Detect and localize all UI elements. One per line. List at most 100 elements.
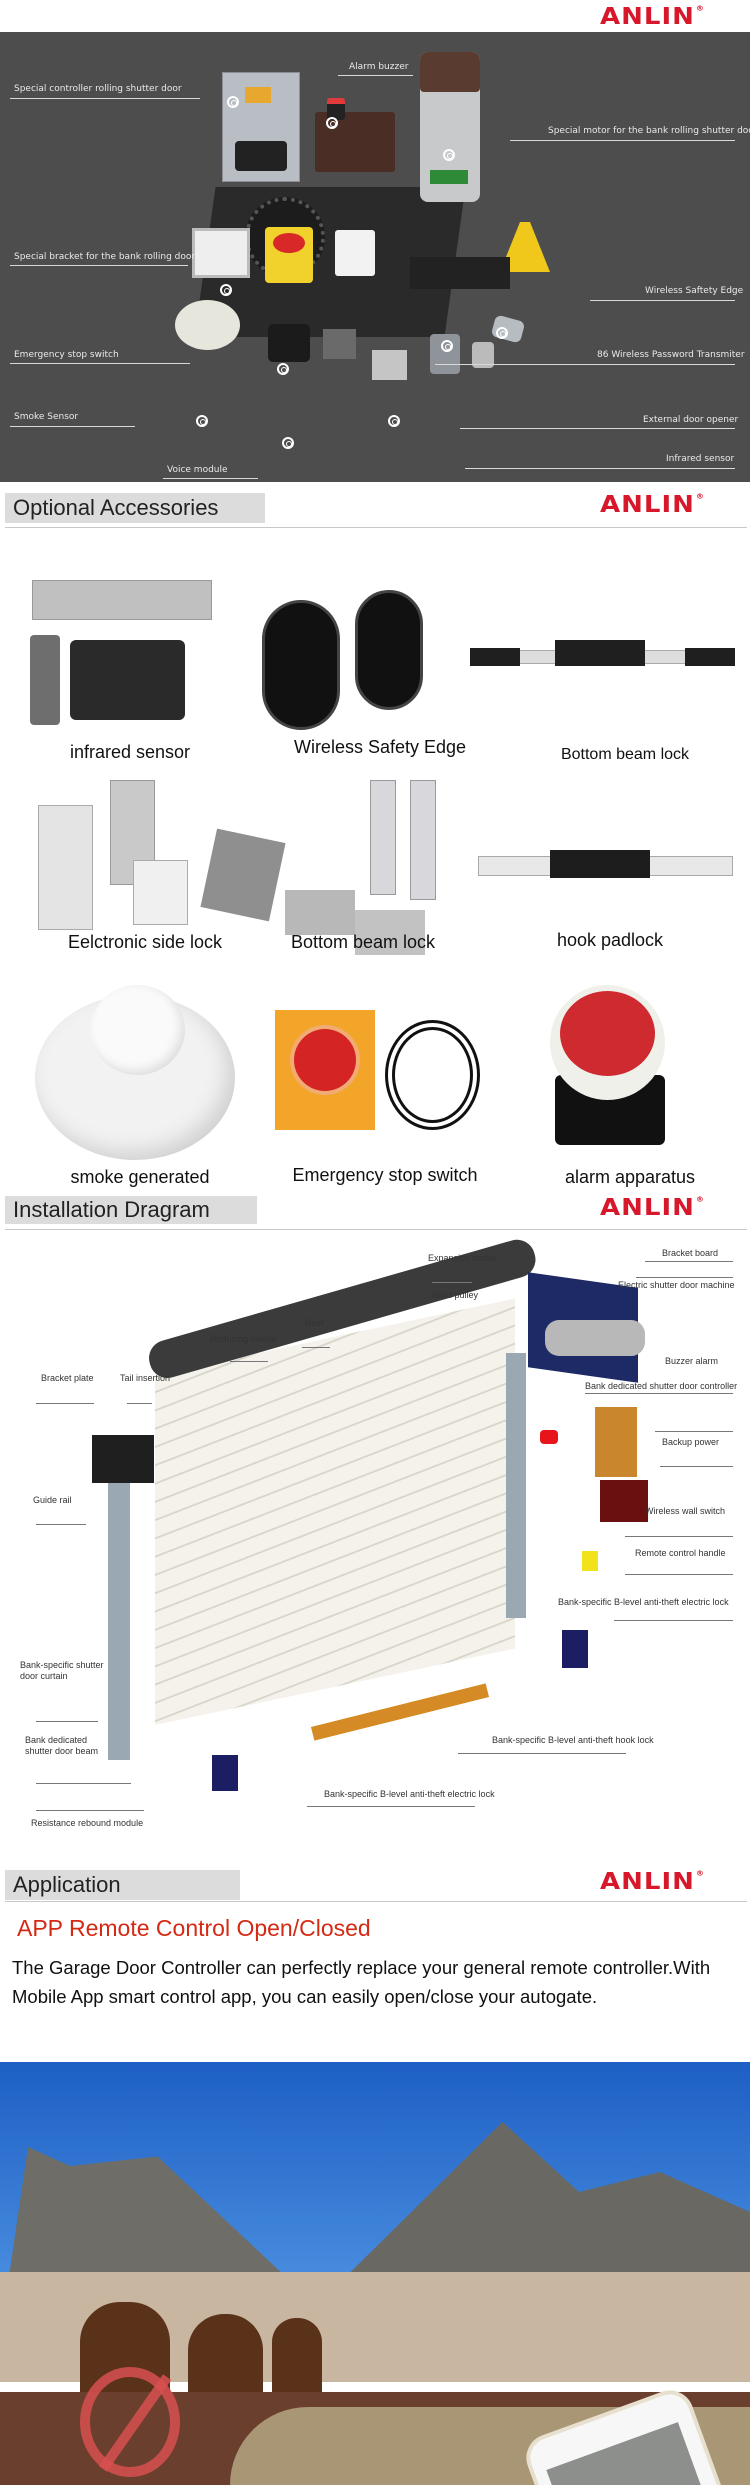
registered-mark: ® xyxy=(695,1195,705,1204)
no-remote-icon xyxy=(80,2367,180,2477)
brand-logo-accessories: ANLIN® xyxy=(600,492,705,517)
leader-line xyxy=(636,1277,733,1278)
label-shutter-beam: Bank dedicated shutter door beam xyxy=(25,1735,99,1756)
brand-logo-top: ANLIN® xyxy=(600,3,705,31)
accessory-caption: Emergency stop switch xyxy=(292,1165,478,1185)
accessory-caption: infrared sensor xyxy=(69,742,191,762)
callout-line xyxy=(590,300,735,301)
accessory-image-infrared-sensor xyxy=(30,580,215,730)
label-shutter-curtain: Bank-specific shutter door curtain xyxy=(20,1660,104,1681)
target-icon xyxy=(326,117,338,129)
callout-line xyxy=(338,75,413,76)
label-reducing-sleeve: Reducing sleeve xyxy=(210,1334,277,1344)
label-buzzer-alarm: Buzzer alarm xyxy=(665,1356,719,1366)
leader-line xyxy=(645,1261,733,1262)
registered-mark: ® xyxy=(695,492,705,501)
hero-product-image: Special controller rolling shutter door … xyxy=(0,32,750,482)
accessory-image-emergency-stop xyxy=(275,1010,485,1145)
label-remote-handle: Remote control handle xyxy=(635,1548,726,1558)
buzzer-unit xyxy=(540,1430,558,1444)
bracket-plate xyxy=(92,1435,154,1483)
brand-name: ANLIN xyxy=(600,1868,695,1896)
accessory-caption: smoke generated xyxy=(70,1167,210,1187)
label-backup-power: Backup power xyxy=(662,1437,720,1447)
label-guide-rail: Guide rail xyxy=(33,1495,72,1505)
section-title-accessories: Optional Accessories xyxy=(5,493,265,523)
target-icon xyxy=(443,149,455,161)
label-electric-machine: Electric shutter door machine xyxy=(618,1280,735,1290)
accessory-image-bottom-beam-lock-2 xyxy=(280,780,440,955)
key-switch-plate xyxy=(192,228,250,278)
edge-receivers xyxy=(410,257,510,289)
callout-line xyxy=(510,140,735,141)
section-divider xyxy=(5,527,747,528)
guide-rail-right xyxy=(506,1353,526,1618)
alarm-buzzer-part xyxy=(327,98,345,120)
target-icon xyxy=(227,96,239,108)
accessory-image-hook-padlock xyxy=(478,850,733,885)
leader-line xyxy=(36,1721,98,1722)
garage-door xyxy=(272,2318,322,2394)
remote-handle-unit xyxy=(582,1551,598,1571)
electric-lock-unit xyxy=(562,1630,588,1668)
hook-lock-bar xyxy=(310,1683,490,1741)
label-rebound-module: Resistance rebound module xyxy=(31,1818,144,1828)
target-icon xyxy=(282,437,294,449)
callout-controller: Special controller rolling shutter door xyxy=(14,84,182,94)
brand-name: ANLIN xyxy=(600,3,695,31)
leader-line xyxy=(585,1393,733,1394)
leader-line xyxy=(660,1466,733,1467)
infrared-sensor-part xyxy=(372,350,407,380)
callout-line xyxy=(460,428,735,429)
callout-safety-edge: Wireless Saftety Edge xyxy=(645,286,744,296)
brand-logo-application: ANLIN® xyxy=(600,1868,705,1896)
accessory-caption: hook padlock xyxy=(556,930,664,950)
accessory-image-smoke-detector xyxy=(35,985,235,1160)
label-reel: Reel xyxy=(305,1318,324,1328)
accessory-caption: Wireless Safety Edge xyxy=(293,737,467,757)
leader-line xyxy=(625,1536,733,1537)
callout-emergency-stop: Emergency stop switch xyxy=(14,350,119,360)
voice-module-part xyxy=(268,324,310,362)
callout-line xyxy=(465,468,735,469)
label-bracket-plate: Bracket plate xyxy=(41,1373,94,1383)
leader-line xyxy=(36,1783,131,1784)
leader-line xyxy=(230,1361,268,1362)
accessory-caption: alarm apparatus xyxy=(564,1167,696,1187)
backup-power-unit xyxy=(600,1480,648,1522)
section-title-installation: Installation Dragram xyxy=(5,1196,257,1224)
leader-line xyxy=(127,1403,152,1404)
accessory-image-bottom-beam-lock xyxy=(470,640,735,680)
target-icon xyxy=(388,415,400,427)
target-icon xyxy=(441,340,453,352)
emergency-button-part xyxy=(265,227,313,283)
accessory-caption: Eelctronic side lock xyxy=(67,932,223,952)
label-expansion-screw: Expansion screw xyxy=(428,1253,497,1263)
accessory-image-electronic-side-lock xyxy=(38,780,286,930)
brand-logo-installation: ANLIN® xyxy=(600,1195,705,1220)
callout-transmitter: 86 Wireless Password Transmiter xyxy=(597,350,745,360)
application-description: The Garage Door Controller can perfectly… xyxy=(12,1957,711,2007)
motor-unit xyxy=(545,1320,645,1356)
callout-voice-module: Voice module xyxy=(167,465,228,475)
callout-motor: Special motor for the bank rolling shutt… xyxy=(548,126,750,136)
garage-door xyxy=(188,2314,263,2394)
callout-alarm-buzzer: Alarm buzzer xyxy=(349,62,409,72)
label-bracket-board: Bracket board xyxy=(662,1248,719,1258)
reflector-part xyxy=(323,329,356,359)
registered-mark: ® xyxy=(695,1869,705,1878)
leader-line xyxy=(614,1620,733,1621)
target-icon xyxy=(196,415,208,427)
target-icon xyxy=(277,363,289,375)
controller-box xyxy=(222,72,300,182)
leader-line xyxy=(655,1431,733,1432)
accessory-image-alarm-siren xyxy=(545,985,715,1150)
callout-smoke-sensor: Smoke Sensor xyxy=(14,412,79,422)
wall-switch-part xyxy=(335,230,375,276)
leader-line xyxy=(36,1403,94,1404)
controller-unit xyxy=(595,1407,637,1477)
callout-line xyxy=(10,98,200,99)
callout-line xyxy=(10,265,188,266)
leader-line xyxy=(625,1574,733,1575)
leader-line xyxy=(36,1810,144,1811)
